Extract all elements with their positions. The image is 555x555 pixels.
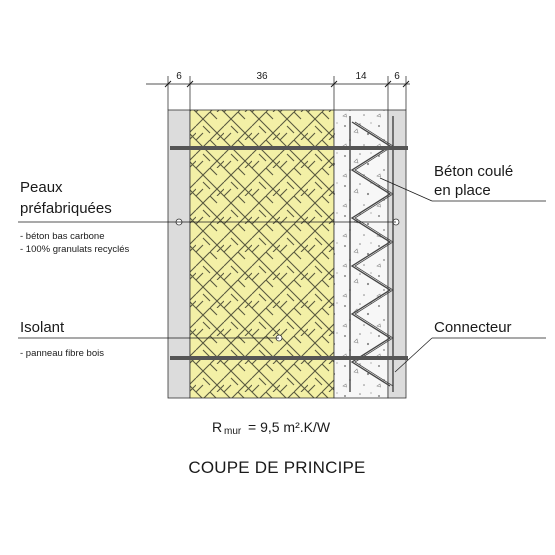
resistance-prefix: R [212,419,222,435]
leader-lines [18,177,546,373]
dimension-chain: 6 36 14 6 [146,71,410,110]
wall-section [167,109,408,399]
note-fibre-bois: - panneau fibre bois [20,348,104,359]
note-beton-bas-carbone: - béton bas carbone [20,231,105,242]
label-peaux-2: préfabriquées [20,200,112,217]
dim-6-left: 6 [176,71,182,82]
dim-14: 14 [355,71,367,82]
resistance-sub: mur [224,426,242,437]
insulation-layer [189,109,335,399]
precast-skin-right [387,109,407,399]
resistance-formula: R mur = 9,5 m².K/W [212,419,331,437]
precast-skin-left [167,109,191,399]
label-isolant: Isolant [20,319,65,336]
note-granulats: - 100% granulats recyclés [20,244,130,255]
label-connecteur: Connecteur [434,319,512,336]
label-beton-1: Béton coulé [434,163,513,180]
dim-36: 36 [256,71,268,82]
cast-concrete-layer [333,109,389,399]
dim-6-right: 6 [394,71,400,82]
label-peaux-1: Peaux [20,179,63,196]
connector-rod-bottom [170,356,408,360]
connector-lattice [349,116,394,392]
resistance-value: = 9,5 m².K/W [248,419,331,435]
connector-rod-top [170,146,408,150]
label-beton-2: en place [434,182,491,199]
drawing-title: COUPE DE PRINCIPE [188,458,365,477]
